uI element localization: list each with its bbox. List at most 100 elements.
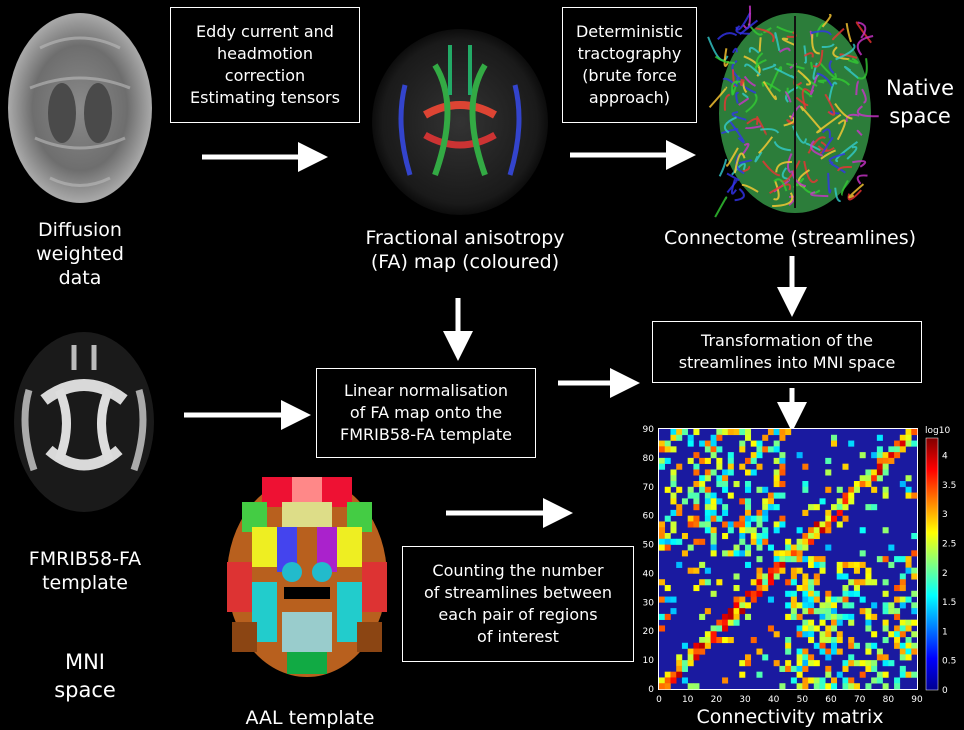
matrix-cell xyxy=(905,556,912,563)
matrix-cell xyxy=(808,527,815,534)
matrix-cell xyxy=(739,602,746,609)
matrix-cell xyxy=(911,590,918,597)
colorbar-tick-label: 2.5 xyxy=(942,539,956,549)
matrix-cell xyxy=(911,608,918,615)
connectome-image xyxy=(707,5,879,218)
matrix-cell xyxy=(676,538,683,545)
fiber-streamline xyxy=(773,141,792,152)
matrix-cell xyxy=(659,579,666,586)
matrix-cell xyxy=(722,533,729,540)
matrix-cell xyxy=(865,665,872,672)
matrix-cell xyxy=(773,504,780,511)
y-tick-label: 30 xyxy=(643,598,655,608)
matrix-cell xyxy=(882,590,889,597)
matrix-cell xyxy=(853,561,860,568)
matrix-cell xyxy=(767,573,774,580)
matrix-cell xyxy=(882,602,889,609)
fiber-streamline xyxy=(828,81,838,102)
matrix-cell xyxy=(659,527,666,534)
fiber-streamline xyxy=(816,72,833,87)
fiber-streamline xyxy=(821,128,831,139)
matrix-cell xyxy=(773,631,780,638)
matrix-cell xyxy=(693,463,700,470)
matrix-cell xyxy=(687,434,694,441)
matrix-cell xyxy=(687,544,694,551)
matrix-cell xyxy=(670,492,677,499)
matrix-cell xyxy=(836,671,843,678)
fiber-streamline xyxy=(728,119,745,143)
matrix-cell xyxy=(876,677,883,684)
matrix-cell xyxy=(871,613,878,620)
matrix-cell xyxy=(773,429,780,436)
matrix-cell xyxy=(704,567,711,574)
matrix-cell xyxy=(693,429,700,436)
matrix-cell xyxy=(813,573,820,580)
matrix-cell xyxy=(762,434,769,441)
matrix-cell xyxy=(681,533,688,540)
matrix-cell xyxy=(693,654,700,661)
fiber-streamline xyxy=(748,46,760,54)
matrix-cell xyxy=(779,556,786,563)
fiber-streamline xyxy=(762,63,777,71)
matrix-cell xyxy=(704,446,711,453)
fiber-streamline xyxy=(769,183,792,195)
matrix-cell xyxy=(796,660,803,667)
fiber-streamline xyxy=(775,160,793,173)
matrix-cell xyxy=(796,556,803,563)
matrix-cell xyxy=(739,671,746,678)
matrix-cell xyxy=(790,573,797,580)
matrix-cell xyxy=(722,677,729,684)
aal-template-image xyxy=(227,477,387,677)
matrix-cell xyxy=(905,619,912,626)
fiber-streamline xyxy=(856,129,863,137)
matrix-cell xyxy=(699,457,706,464)
colorbar-tick-label: 4 xyxy=(942,452,948,462)
fiber-streamline xyxy=(797,69,812,86)
matrix-cell xyxy=(808,561,815,568)
fiber-streamline xyxy=(845,113,860,123)
matrix-cell xyxy=(716,481,723,488)
colorbar-tick-label: 1.5 xyxy=(942,598,956,608)
fiber-streamline xyxy=(742,142,750,155)
matrix-cell xyxy=(819,556,826,563)
counting-step: Counting the number of streamlines betwe… xyxy=(402,546,634,662)
matrix-cell xyxy=(808,533,815,540)
matrix-cell xyxy=(785,538,792,545)
matrix-cell xyxy=(802,631,809,638)
matrix-cell xyxy=(739,538,746,545)
matrix-cell xyxy=(773,660,780,667)
matrix-cell xyxy=(825,521,832,528)
matrix-cell xyxy=(762,585,769,592)
matrix-cell xyxy=(808,631,815,638)
fiber-streamline xyxy=(856,105,879,118)
matrix-cell xyxy=(796,544,803,551)
x-tick-label: 90 xyxy=(911,695,923,705)
matrix-cell xyxy=(659,457,666,464)
matrix-cell xyxy=(911,567,918,574)
matrix-cell xyxy=(802,486,809,493)
matrix-cell xyxy=(796,452,803,459)
fiber-streamline xyxy=(810,30,832,36)
matrix-cell xyxy=(888,561,895,568)
matrix-cell xyxy=(704,608,711,615)
matrix-cell xyxy=(699,648,706,655)
matrix-cell xyxy=(831,434,838,441)
normalisation-step: Linear normalisation of FA map onto the … xyxy=(316,368,536,458)
matrix-cell xyxy=(802,596,809,603)
matrix-cell xyxy=(825,671,832,678)
matrix-cell xyxy=(750,452,757,459)
matrix-cell xyxy=(710,452,717,459)
matrix-cell xyxy=(773,457,780,464)
matrix-cell xyxy=(853,642,860,649)
matrix-cell xyxy=(762,446,769,453)
matrix-cell xyxy=(905,434,912,441)
matrix-cell xyxy=(773,440,780,447)
y-tick-label: 80 xyxy=(643,454,655,464)
matrix-cell xyxy=(848,619,855,626)
matrix-cell xyxy=(733,550,740,557)
fiber-streamline xyxy=(760,128,780,134)
fiber-streamline xyxy=(723,116,737,134)
matrix-cell xyxy=(848,677,855,684)
matrix-cell xyxy=(819,608,826,615)
fiber-streamline xyxy=(733,152,746,174)
